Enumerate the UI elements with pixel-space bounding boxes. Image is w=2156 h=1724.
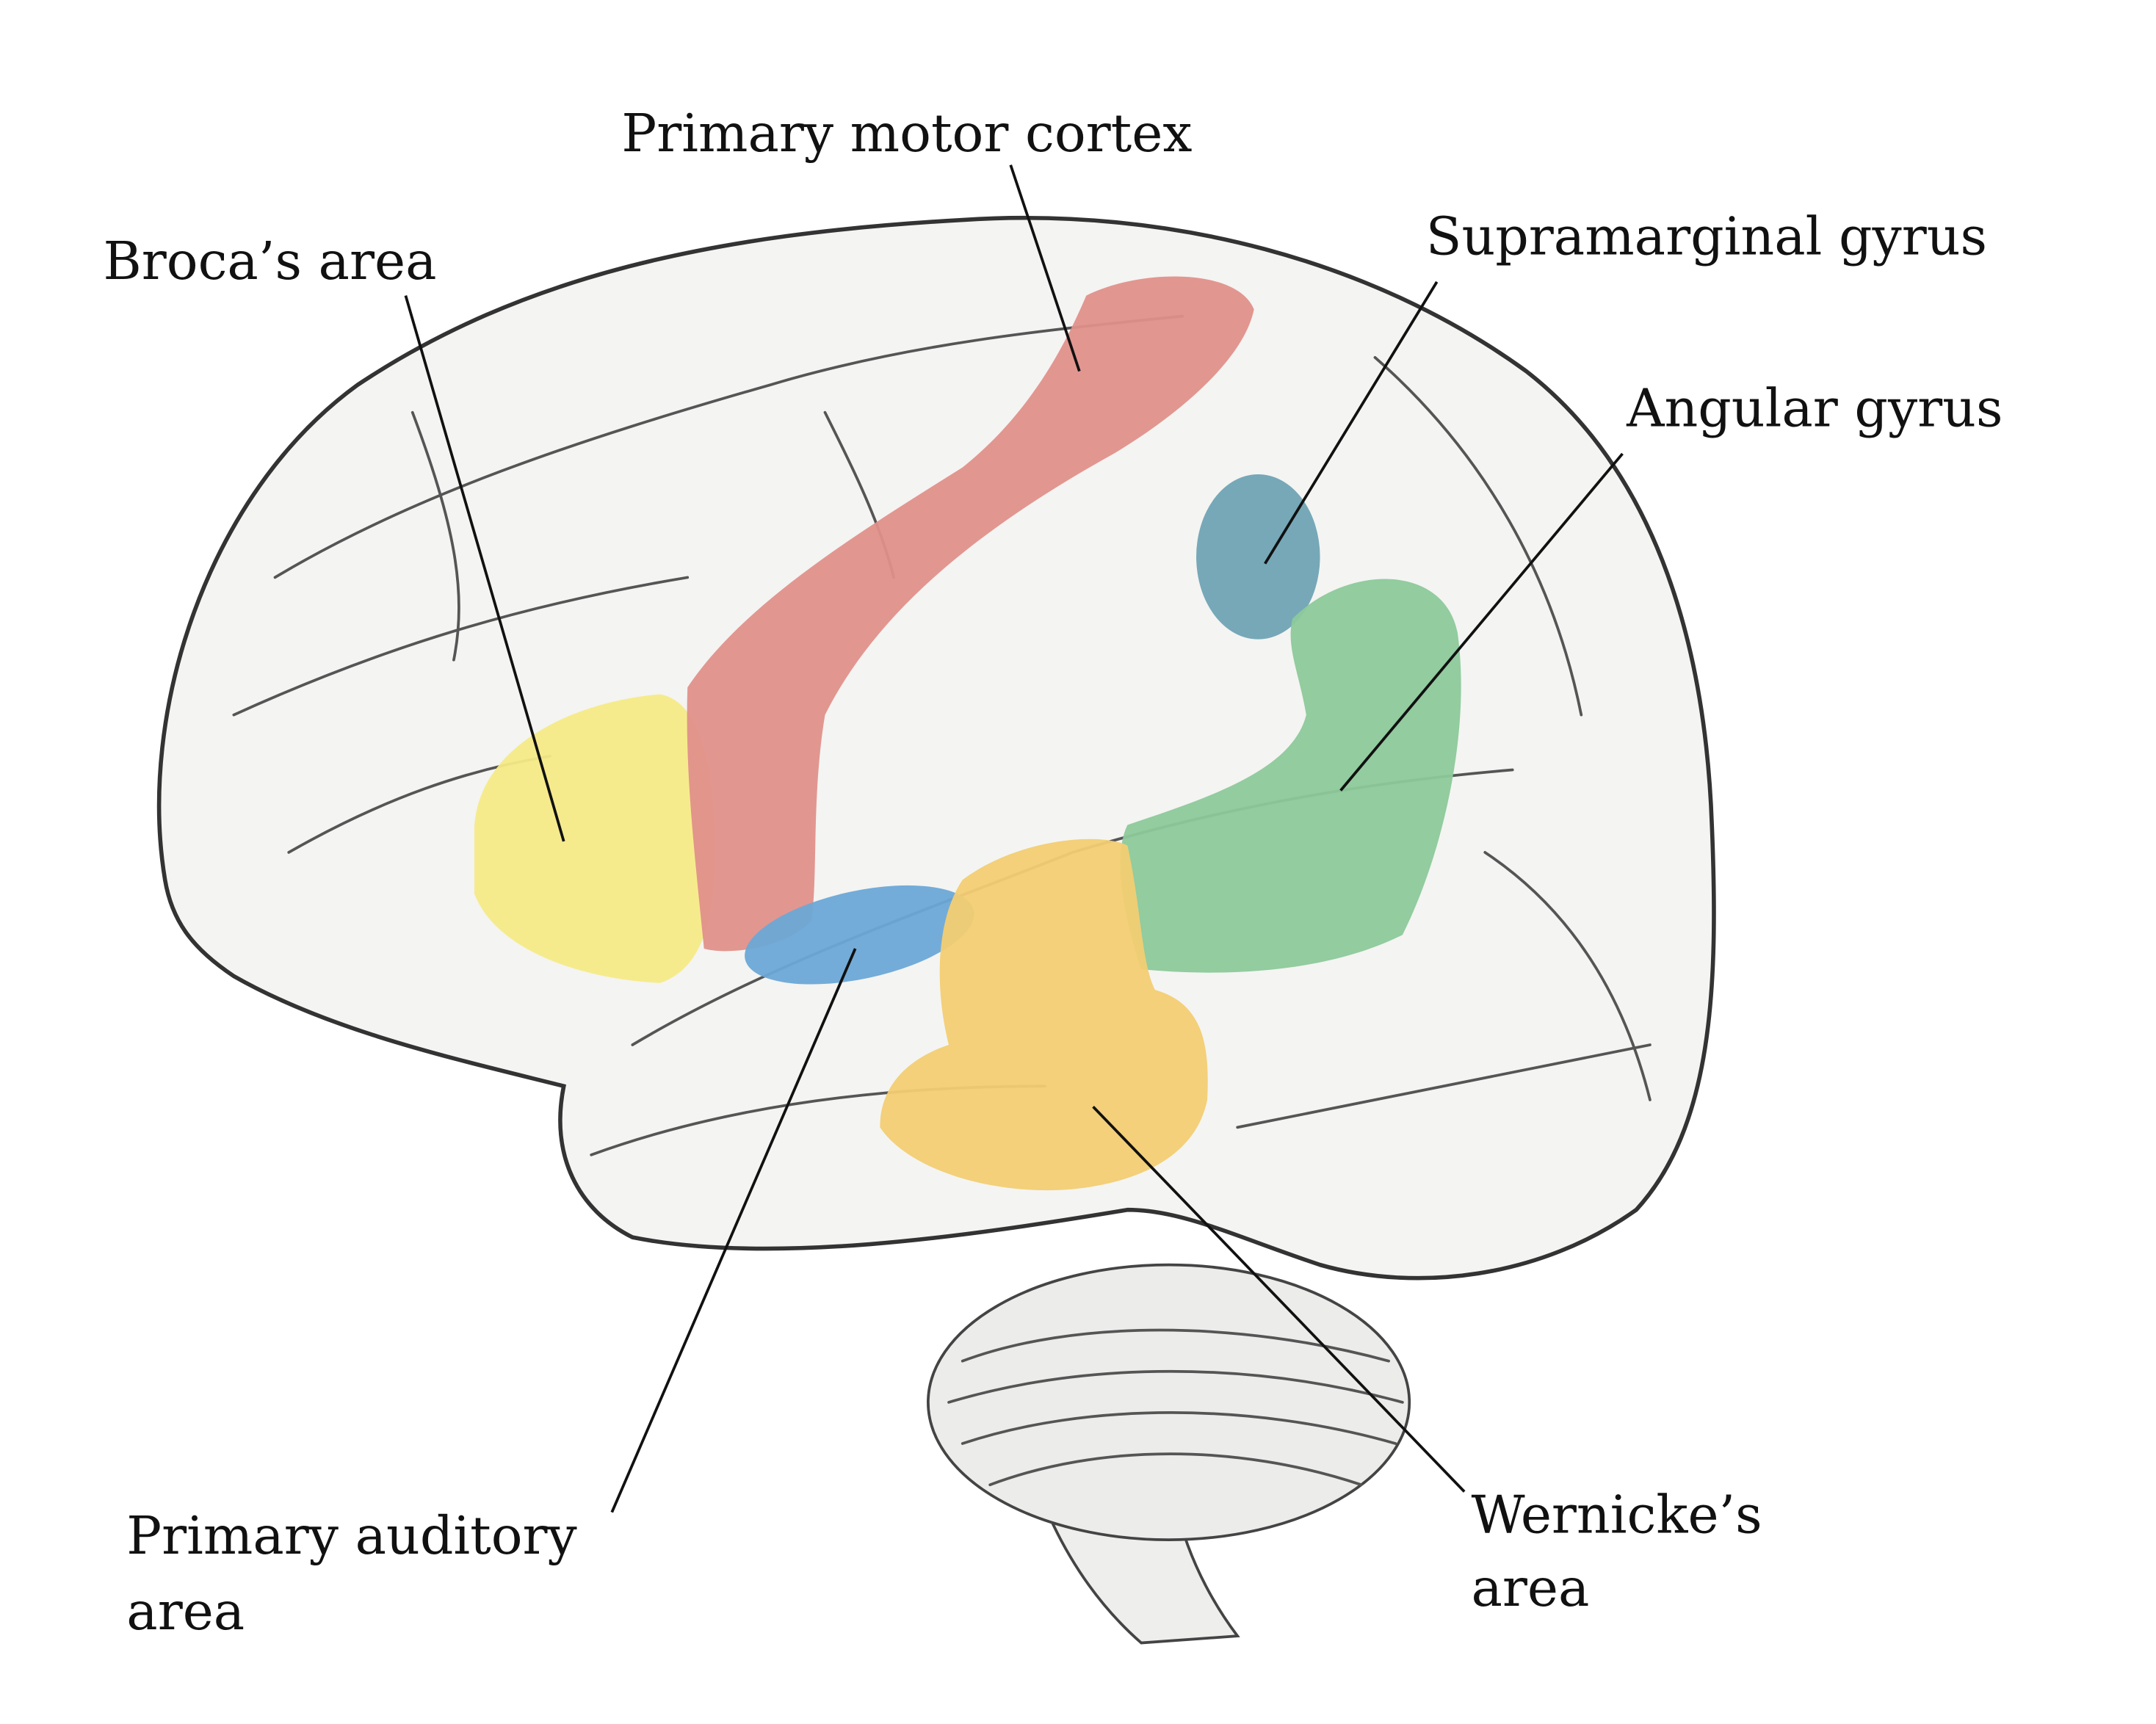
angular-gyrus-region [1120,579,1461,973]
label-primary-auditory-line1: Primary auditory [126,1505,576,1566]
leader-line-angular-gyrus [1339,452,1624,792]
leader-line-primary-motor-cortex [1009,164,1081,372]
label-brocas-area: Broca’s area [103,231,436,291]
wernickes-area-region [880,839,1208,1191]
leader-line-brocas-area [404,295,565,842]
label-supramarginal-gyrus: Supramarginal gyrus [1426,206,1987,267]
cerebrum [156,215,1716,1281]
label-angular-gyrus: Angular gyrus [1626,377,2003,438]
leader-line-wernickes-area [1092,1105,1466,1493]
leader-line-primary-auditory-area [610,948,857,1513]
label-primary-motor-cortex: Primary motor cortex [621,103,1192,164]
leader-line-supramarginal-gyrus [1264,280,1439,565]
cerebellum-folia [947,1328,1404,1487]
label-wernickes-line2: area [1472,1557,1590,1618]
cerebellum [927,1263,1411,1541]
primary-auditory-area-region [745,885,974,985]
brocas-area-region [474,694,715,983]
supramarginal-gyrus-region [1196,474,1320,640]
primary-motor-cortex-region [687,276,1254,952]
label-primary-auditory-line2: area [126,1581,245,1642]
label-wernickes-line1: Wernicke’s [1472,1485,1762,1546]
